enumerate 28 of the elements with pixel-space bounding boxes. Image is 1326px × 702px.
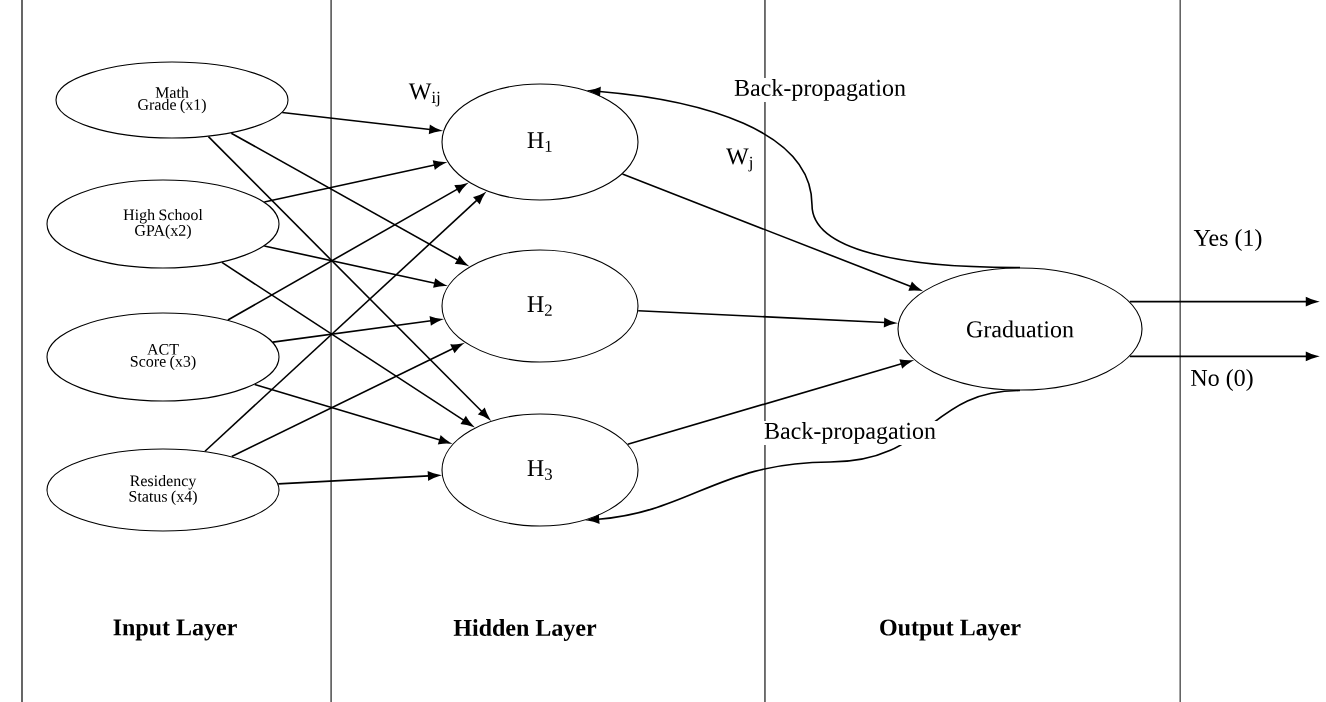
layer-label: Output Layer bbox=[878, 618, 1022, 642]
weight-label: W$_{ij}$ bbox=[407, 82, 443, 108]
edge-label: No (0) bbox=[1189, 368, 1255, 392]
edge-label: Back-propagation bbox=[763, 421, 937, 445]
layer-label: Input Layer bbox=[111, 618, 239, 642]
arrow bbox=[263, 245, 446, 288]
arrow bbox=[207, 135, 490, 420]
arrow bbox=[281, 111, 441, 134]
arrow bbox=[253, 383, 451, 445]
edge-label: Yes (1) bbox=[1192, 228, 1264, 252]
arrow bbox=[272, 316, 442, 343]
edge-label: Back-propagation bbox=[733, 78, 907, 102]
layer-label: Hidden Layer bbox=[452, 618, 598, 642]
arrow bbox=[227, 183, 467, 321]
feedback-arrow bbox=[589, 87, 1021, 269]
arrow bbox=[204, 192, 485, 453]
arrow bbox=[263, 160, 445, 203]
arrow bbox=[230, 343, 463, 458]
arrow bbox=[277, 471, 440, 485]
arrow bbox=[626, 359, 912, 446]
output-arrow bbox=[1129, 351, 1318, 361]
arrow bbox=[637, 309, 896, 327]
arrow bbox=[621, 173, 921, 291]
feedback-arrow bbox=[587, 389, 1021, 524]
arrow bbox=[230, 132, 468, 266]
output-arrow bbox=[1129, 297, 1318, 307]
arrow bbox=[221, 261, 473, 427]
weight-label: W$_{j}$ bbox=[725, 147, 755, 173]
